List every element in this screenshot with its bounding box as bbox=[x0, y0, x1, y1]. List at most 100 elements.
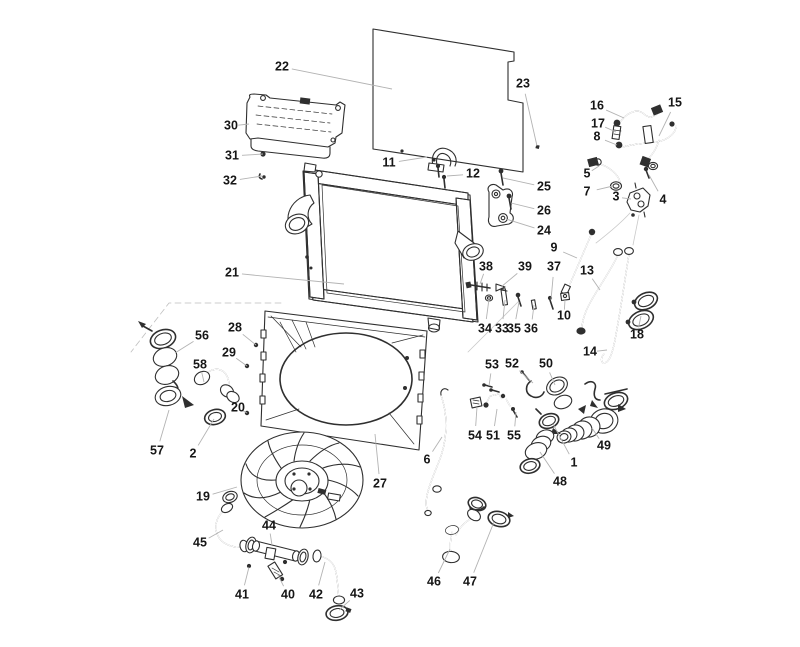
callout-label-16: 16 bbox=[590, 98, 604, 112]
callout-label-56: 56 bbox=[195, 328, 209, 342]
callout-label-43: 43 bbox=[350, 586, 364, 600]
leader-line-34 bbox=[485, 298, 490, 320]
callout-label-24: 24 bbox=[537, 223, 551, 237]
callout-label-52: 52 bbox=[505, 356, 519, 370]
leader-line-4 bbox=[648, 174, 659, 192]
leader-line-8 bbox=[604, 139, 618, 146]
part-49-corrugated-hose bbox=[556, 388, 629, 444]
callout-label-11: 11 bbox=[382, 155, 395, 169]
callout-label-58: 58 bbox=[193, 357, 207, 371]
leader-line-41 bbox=[243, 566, 250, 586]
callout-label-47: 47 bbox=[463, 574, 477, 588]
part-26-bolt bbox=[506, 193, 512, 210]
part-50-hose-stub bbox=[546, 376, 601, 410]
callout-label-22: 22 bbox=[275, 59, 289, 73]
part-42-elbow-hose bbox=[312, 549, 346, 605]
part-11-bracket bbox=[427, 147, 457, 173]
leader-line-17 bbox=[605, 126, 617, 133]
part-57-hose-stack bbox=[152, 347, 194, 408]
part-35-bolt bbox=[515, 292, 522, 307]
leader-line-19 bbox=[212, 486, 238, 495]
leader-line-55 bbox=[514, 411, 517, 427]
callout-label-3: 3 bbox=[613, 189, 620, 203]
leader-line-26 bbox=[510, 202, 535, 210]
leader-line-46 bbox=[437, 548, 451, 574]
leader-line-56 bbox=[174, 340, 194, 354]
leader-line-30 bbox=[238, 123, 250, 126]
leader-line-42 bbox=[318, 561, 326, 586]
callout-label-49: 49 bbox=[597, 438, 611, 452]
part-25-bolt bbox=[498, 168, 504, 186]
leader-line-44 bbox=[269, 533, 273, 546]
part-46-elbow-boot bbox=[442, 508, 481, 564]
callout-label-18: 18 bbox=[630, 327, 644, 341]
callout-label-6: 6 bbox=[424, 452, 431, 466]
part-58-elbow-hose bbox=[193, 368, 240, 404]
callout-label-44: 44 bbox=[262, 518, 276, 532]
callout-label-23: 23 bbox=[516, 76, 530, 90]
leader-line-23 bbox=[524, 93, 538, 147]
leader-line-43 bbox=[338, 600, 351, 611]
leader-line-40 bbox=[276, 572, 285, 587]
callout-label-8: 8 bbox=[594, 129, 601, 143]
leader-line-12 bbox=[446, 174, 464, 177]
part-17-sleeve bbox=[611, 125, 622, 141]
leader-lines bbox=[159, 68, 672, 611]
callout-label-42: 42 bbox=[309, 587, 323, 601]
callout-label-41: 41 bbox=[235, 587, 249, 601]
callout-label-20: 20 bbox=[231, 400, 245, 414]
callout-label-31: 31 bbox=[225, 148, 239, 162]
callout-label-1: 1 bbox=[571, 455, 578, 469]
part-56-hose-clamp bbox=[138, 321, 177, 350]
part-4-fittings bbox=[643, 161, 659, 179]
callout-label-39: 39 bbox=[518, 259, 532, 273]
callout-label-35: 35 bbox=[507, 321, 521, 335]
leader-line-38 bbox=[479, 273, 485, 285]
leader-line-27 bbox=[374, 433, 380, 475]
leader-line-13 bbox=[591, 278, 601, 291]
part-43-clamp bbox=[325, 604, 352, 622]
callout-label-26: 26 bbox=[537, 203, 551, 217]
callout-label-50: 50 bbox=[539, 356, 553, 370]
leader-line-48 bbox=[539, 451, 555, 474]
part-51-bracket-pipe bbox=[483, 393, 511, 408]
part-44-pipe bbox=[245, 536, 309, 566]
callout-label-10: 10 bbox=[557, 308, 571, 322]
part-30-expansion-tank bbox=[245, 93, 346, 159]
callout-label-53: 53 bbox=[485, 357, 499, 371]
callout-label-48: 48 bbox=[553, 474, 567, 488]
leader-line-15 bbox=[658, 111, 672, 137]
part-27-fan-shroud bbox=[259, 310, 428, 451]
part-13-hose bbox=[576, 248, 623, 335]
leader-line-14 bbox=[596, 349, 608, 352]
callout-label-57: 57 bbox=[150, 443, 164, 457]
leader-line-9 bbox=[562, 251, 578, 259]
part-36-pin bbox=[530, 299, 537, 310]
leader-line-28 bbox=[242, 333, 257, 346]
leader-line-31 bbox=[241, 153, 264, 156]
leader-line-11 bbox=[398, 156, 428, 162]
callout-label-21: 21 bbox=[225, 265, 239, 279]
part-2-ring bbox=[203, 408, 227, 426]
part-19-cooling-fan bbox=[240, 431, 364, 529]
part-32-screw bbox=[258, 173, 266, 180]
leader-line-24 bbox=[505, 218, 535, 229]
callout-label-7: 7 bbox=[584, 184, 591, 198]
leader-line-29 bbox=[235, 357, 248, 367]
leader-line-49 bbox=[591, 427, 600, 440]
callout-label-46: 46 bbox=[427, 574, 441, 588]
leader-line-52 bbox=[519, 370, 534, 384]
callout-label-25: 25 bbox=[537, 179, 551, 193]
leader-line-57 bbox=[159, 409, 170, 442]
part-53-screws bbox=[482, 383, 500, 393]
callout-label-38: 38 bbox=[479, 259, 493, 273]
callout-label-40: 40 bbox=[281, 587, 295, 601]
construction-lines bbox=[130, 212, 640, 353]
callout-label-30: 30 bbox=[224, 118, 238, 132]
callout-label-5: 5 bbox=[584, 166, 591, 180]
leader-line-18 bbox=[638, 315, 642, 328]
part-12-bolts bbox=[435, 163, 447, 189]
part-18-clamps bbox=[625, 291, 659, 331]
leader-line-37 bbox=[550, 276, 554, 301]
